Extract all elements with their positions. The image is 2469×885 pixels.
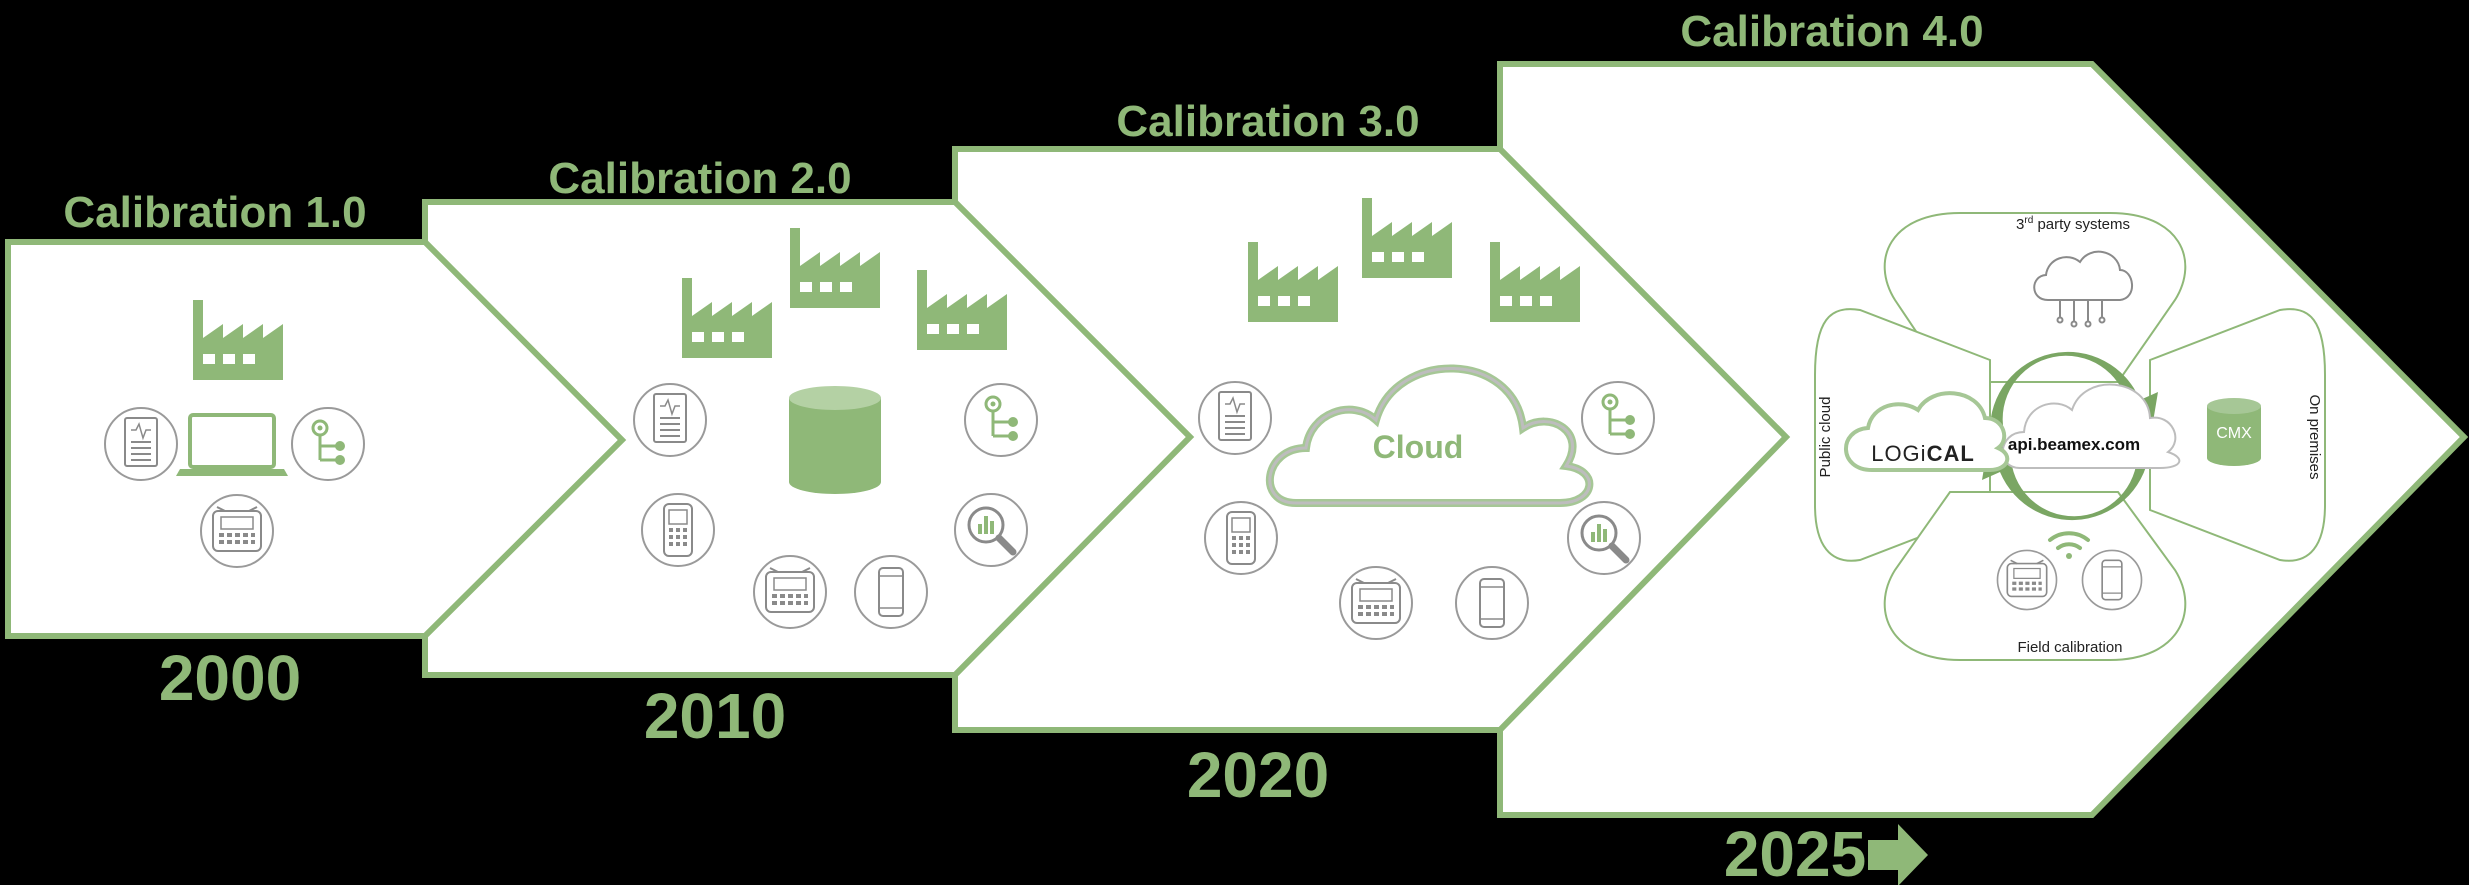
handheld-icon — [641, 493, 715, 567]
analytics-icon — [1568, 502, 1640, 574]
calibrator-icon — [200, 494, 274, 568]
public-cloud-label: Public cloud — [1817, 397, 1834, 478]
cmx-label: CMX — [2216, 425, 2252, 442]
document-icon — [1198, 381, 1272, 455]
iot-cloud-icon — [2033, 250, 2133, 328]
phone-icon — [1455, 566, 1529, 640]
stage3-title: Calibration 3.0 — [1116, 97, 1419, 146]
stage4-year: 2025 — [1724, 818, 1866, 885]
stage1-year: 2000 — [159, 642, 301, 714]
flowchart-icon — [1580, 380, 1656, 456]
api-label: api.beamex.com — [2008, 435, 2140, 454]
third-party-suffix: party systems — [2033, 216, 2130, 233]
on-premises-label: On premises — [2306, 394, 2323, 479]
cloud-label: Cloud — [1373, 429, 1464, 465]
flowchart-icon — [290, 406, 366, 482]
field-calibration-label: Field calibration — [2017, 639, 2122, 656]
logical-suffix: CAL — [1927, 441, 1975, 466]
third-party-label: 3rd party systems — [2016, 215, 2130, 233]
database-icon — [789, 386, 881, 494]
calibrator-icon — [1996, 549, 2058, 611]
laptop-icon — [176, 413, 288, 476]
calibrator-icon — [753, 555, 827, 629]
flowchart-icon — [963, 382, 1039, 458]
logical-prefix: LOGi — [1871, 441, 1926, 466]
stage4-title: Calibration 4.0 — [1680, 7, 1983, 56]
third-party-prefix: 3 — [2016, 216, 2024, 233]
cloud-icon — [1265, 364, 1594, 507]
phone-icon — [2081, 549, 2143, 611]
logical-cloud-icon — [1844, 391, 2010, 472]
cycle-arrows-icon — [1982, 351, 2158, 521]
analytics-icon — [955, 494, 1027, 566]
stage2-year: 2010 — [644, 680, 786, 752]
api-cloud-icon — [2001, 383, 2181, 469]
phone-icon — [854, 555, 928, 629]
document-icon — [104, 407, 178, 481]
third-party-sup: rd — [2024, 215, 2033, 226]
handheld-icon — [1204, 501, 1278, 575]
stage3-year: 2020 — [1187, 739, 1329, 811]
document-icon — [633, 383, 707, 457]
cmx-database-icon — [2207, 398, 2261, 466]
calibrator-icon — [1339, 566, 1413, 640]
logical-logo: LOGiCAL — [1871, 441, 1975, 466]
stage2-title: Calibration 2.0 — [548, 154, 851, 203]
arrow-right-icon — [1868, 824, 1928, 885]
wifi-icon — [2048, 531, 2090, 559]
stage1-title: Calibration 1.0 — [63, 188, 366, 237]
